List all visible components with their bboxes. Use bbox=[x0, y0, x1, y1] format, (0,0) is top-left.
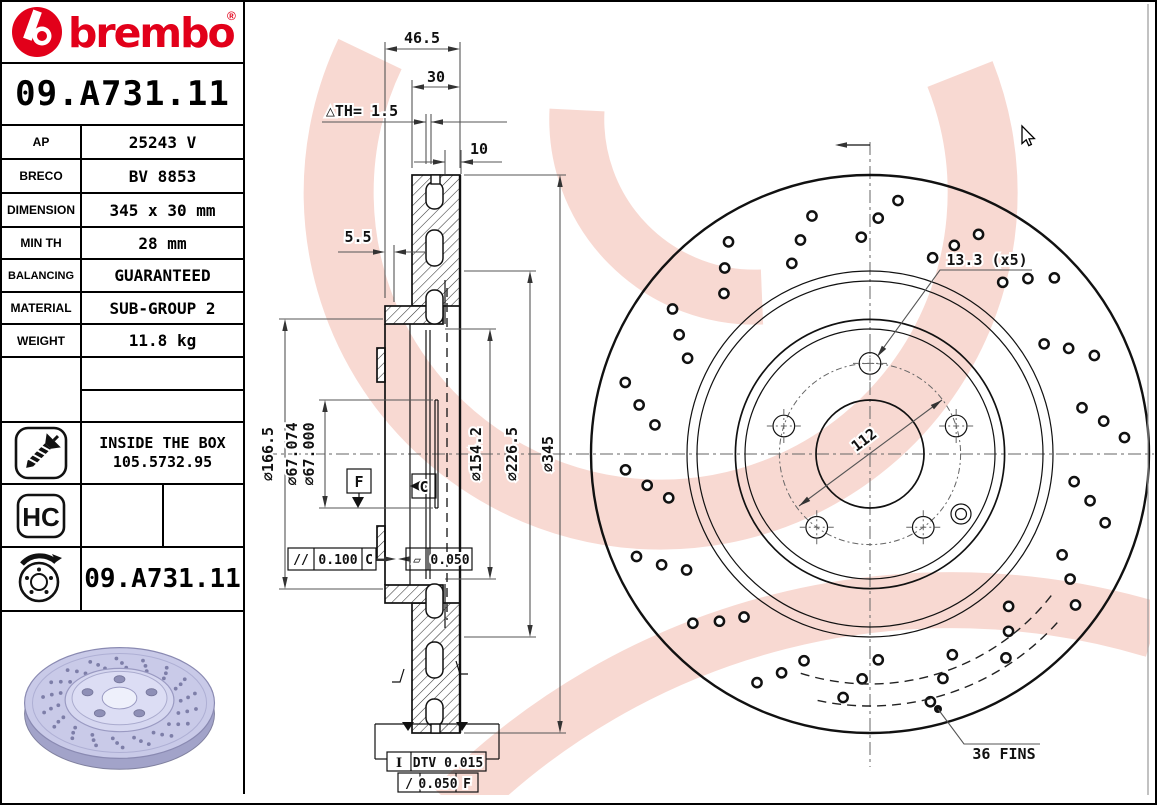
spec-value: BV 8853 bbox=[128, 166, 197, 186]
parallelism-value: 0.100 bbox=[318, 553, 357, 568]
spec-label: WEIGHT bbox=[2, 325, 82, 356]
spec-label: MATERIAL bbox=[2, 293, 82, 323]
brembo-logo-disc-icon bbox=[12, 7, 62, 57]
dim-plate: 10 bbox=[470, 140, 488, 158]
dtv-value: DTV 0.015 bbox=[413, 756, 483, 771]
empty-cell bbox=[82, 391, 243, 422]
spec-label: MIN TH bbox=[2, 228, 82, 258]
dim-hat-offset: 5.5 bbox=[344, 228, 371, 246]
empty-cell bbox=[2, 358, 82, 421]
hc-icon: HC bbox=[16, 493, 66, 538]
brake-disc-icon bbox=[18, 553, 62, 603]
spec-value: 11.8 kg bbox=[128, 331, 197, 350]
brembo-logo: brembo ® bbox=[12, 7, 236, 57]
spec-value: 28 mm bbox=[138, 233, 187, 253]
spec-row-material: MATERIAL SUB-GROUP 2 bbox=[2, 293, 243, 325]
datum-c-box bbox=[411, 473, 437, 499]
spec-value: SUB-GROUP 2 bbox=[109, 298, 216, 318]
hc-empty-cells bbox=[82, 485, 243, 546]
empty-cell bbox=[82, 358, 243, 391]
dia-hub-flange: ⌀166.5 bbox=[259, 427, 277, 481]
spec-label: BALANCING bbox=[2, 260, 82, 291]
footer-part-row: 09.A731.11 bbox=[2, 548, 243, 612]
dia-band-inner: ⌀226.5 bbox=[503, 427, 521, 481]
dtv-frame: I DTV 0.015 bbox=[386, 751, 487, 773]
fins-note: 36 FINS bbox=[972, 745, 1035, 763]
runout-datum: F bbox=[463, 777, 471, 792]
registered-mark: ® bbox=[227, 9, 236, 23]
hc-icon-cell: HC bbox=[2, 485, 82, 546]
spec-panel: brembo ® 09.A731.11 AP 25243 V BRECO BV … bbox=[2, 2, 245, 794]
dia-outer: ⌀345 bbox=[539, 436, 557, 472]
spec-value: GUARANTEED bbox=[114, 266, 211, 285]
runout-symbol: / bbox=[405, 777, 413, 792]
empty-cell bbox=[164, 485, 244, 546]
empty-rows bbox=[2, 358, 243, 423]
spec-row-ap: AP 25243 V bbox=[2, 126, 243, 160]
datum-f-label: F bbox=[354, 473, 363, 491]
dia-bore-min: ⌀67.000 bbox=[300, 422, 318, 485]
screw-icon-cell bbox=[2, 423, 82, 483]
hc-label: HC bbox=[22, 502, 60, 532]
inside-the-box-title: INSIDE THE BOX bbox=[99, 434, 226, 452]
parallelism-datum: C bbox=[365, 553, 373, 568]
mouse-cursor bbox=[1021, 124, 1036, 147]
flatness-value: 0.050 bbox=[430, 553, 469, 568]
inside-the-box-code: 105.5732.95 bbox=[112, 453, 213, 471]
dia-bore-max: ⌀67.074 bbox=[283, 422, 301, 485]
dim-band-width: 30 bbox=[427, 68, 445, 86]
footer-part-number: 09.A731.11 bbox=[84, 564, 241, 594]
flatness-symbol: ▱ bbox=[413, 553, 421, 568]
inside-the-box-row: INSIDE THE BOX 105.5732.95 bbox=[2, 423, 243, 485]
parallelism-frame: // 0.100 C bbox=[287, 547, 377, 571]
datum-f-box bbox=[346, 468, 372, 494]
spec-row-breco: BRECO BV 8853 bbox=[2, 160, 243, 194]
inside-the-box: INSIDE THE BOX 105.5732.95 bbox=[82, 423, 243, 483]
spec-value: 345 x 30 mm bbox=[109, 200, 216, 220]
bolt-hole-note: 13.3 (x5) bbox=[946, 251, 1027, 269]
disc-icon-cell bbox=[2, 548, 82, 610]
spec-label: DIMENSION bbox=[2, 194, 82, 226]
spec-value: 25243 V bbox=[128, 132, 197, 152]
parallelism-symbol: // bbox=[293, 553, 309, 568]
runout-value: 0.050 bbox=[418, 777, 457, 792]
drawing-geometry bbox=[264, 42, 1154, 767]
spec-label: AP bbox=[2, 126, 82, 158]
runout-frame: / 0.050 F bbox=[397, 772, 479, 794]
datum-c-label: C bbox=[419, 478, 428, 496]
product-render-cell bbox=[2, 612, 243, 796]
flatness-frame: ▱ 0.050 bbox=[405, 547, 473, 571]
brand-header: brembo ® bbox=[2, 2, 243, 64]
brembo-wordmark: brembo bbox=[68, 9, 234, 57]
hc-row: HC bbox=[2, 485, 243, 548]
screw-icon bbox=[14, 426, 68, 480]
empty-cell bbox=[82, 485, 164, 546]
dia-hat: ⌀154.2 bbox=[467, 427, 485, 481]
dtv-symbol: I bbox=[396, 756, 402, 771]
drawing-labels: 46.5 30 △TH= 1.5 10 5.5 ⌀166.5 ⌀67.074 ⌀… bbox=[257, 27, 1038, 794]
spec-row-minth: MIN TH 28 mm bbox=[2, 228, 243, 260]
spec-label: BRECO bbox=[2, 160, 82, 192]
part-number: 09.A731.11 bbox=[2, 64, 243, 126]
spec-row-dimension: DIMENSION 345 x 30 mm bbox=[2, 194, 243, 228]
spec-row-weight: WEIGHT 11.8 kg bbox=[2, 325, 243, 358]
spec-row-balancing: BALANCING GUARANTEED bbox=[2, 260, 243, 293]
dim-total-width: 46.5 bbox=[404, 29, 440, 47]
brake-disc-3d-render bbox=[23, 647, 216, 770]
part-number-text: 09.A731.11 bbox=[15, 74, 230, 114]
dim-th: △TH= 1.5 bbox=[326, 102, 398, 120]
